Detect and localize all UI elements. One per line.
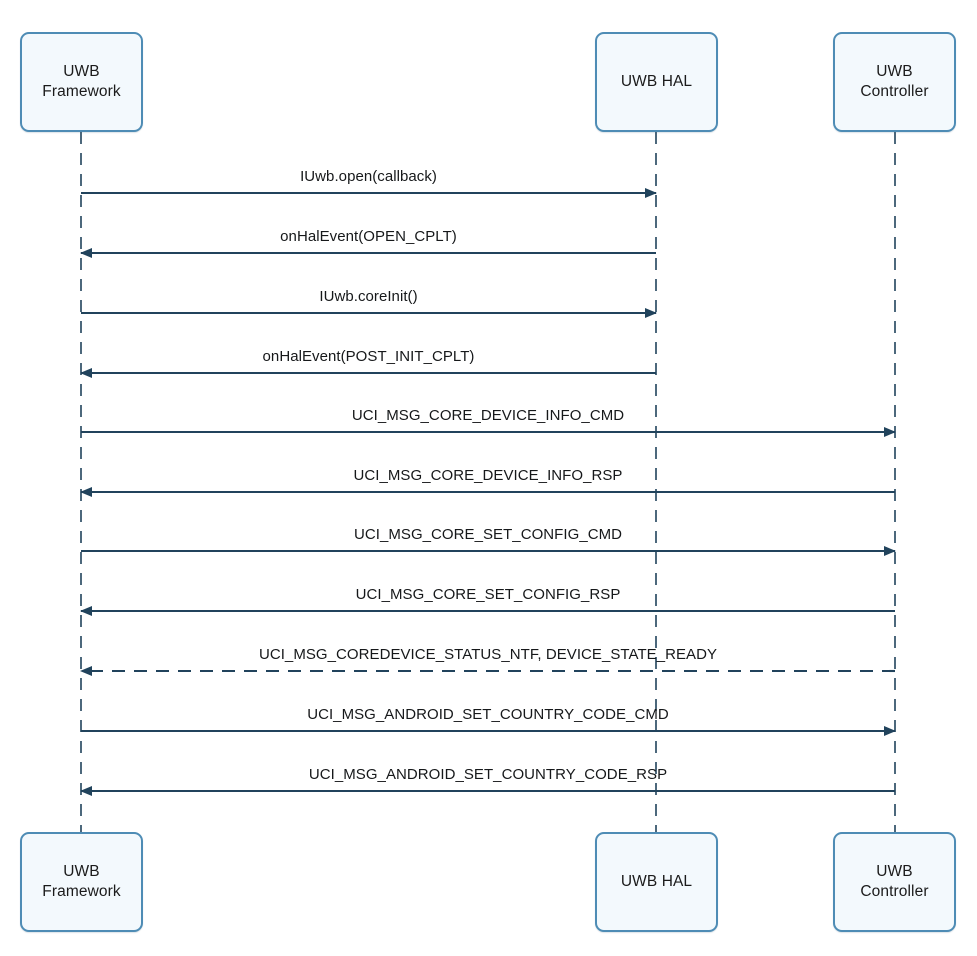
message-label-9: UCI_MSG_ANDROID_SET_COUNTRY_CODE_CMD bbox=[307, 706, 669, 723]
message-label-7: UCI_MSG_CORE_SET_CONFIG_RSP bbox=[355, 586, 621, 603]
message-label-8: UCI_MSG_COREDEVICE_STATUS_NTF, DEVICE_ST… bbox=[258, 646, 718, 663]
message-label-1: onHalEvent(OPEN_CPLT) bbox=[280, 228, 457, 245]
message-label-5: UCI_MSG_CORE_DEVICE_INFO_RSP bbox=[353, 467, 623, 484]
participant-label-controller: UWB Controller bbox=[860, 63, 929, 100]
message-label-3: onHalEvent(POST_INIT_CPLT) bbox=[262, 348, 475, 365]
message-label-10: UCI_MSG_ANDROID_SET_COUNTRY_CODE_RSP bbox=[308, 766, 668, 783]
message-label-6: UCI_MSG_CORE_SET_CONFIG_CMD bbox=[353, 526, 623, 543]
participant-box-controller-top[interactable]: UWB Controller bbox=[833, 32, 956, 132]
message-label-0: IUwb.open(callback) bbox=[300, 168, 437, 185]
message-label-4: UCI_MSG_CORE_DEVICE_INFO_CMD bbox=[351, 407, 625, 424]
participant-box-hal-top[interactable]: UWB HAL bbox=[595, 32, 718, 132]
participant-label-framework: UWB Framework bbox=[42, 863, 121, 900]
message-label-2: IUwb.coreInit() bbox=[319, 288, 418, 305]
participant-label-controller: UWB Controller bbox=[860, 863, 929, 900]
participant-label-hal: UWB HAL bbox=[620, 73, 693, 91]
messages-group bbox=[80, 188, 896, 796]
participant-box-framework-bottom[interactable]: UWB Framework bbox=[20, 832, 143, 932]
participant-label-hal: UWB HAL bbox=[620, 873, 693, 891]
participant-box-controller-bottom[interactable]: UWB Controller bbox=[833, 832, 956, 932]
participant-box-framework-top[interactable]: UWB Framework bbox=[20, 32, 143, 132]
participant-label-framework: UWB Framework bbox=[42, 63, 121, 100]
participant-box-hal-bottom[interactable]: UWB HAL bbox=[595, 832, 718, 932]
